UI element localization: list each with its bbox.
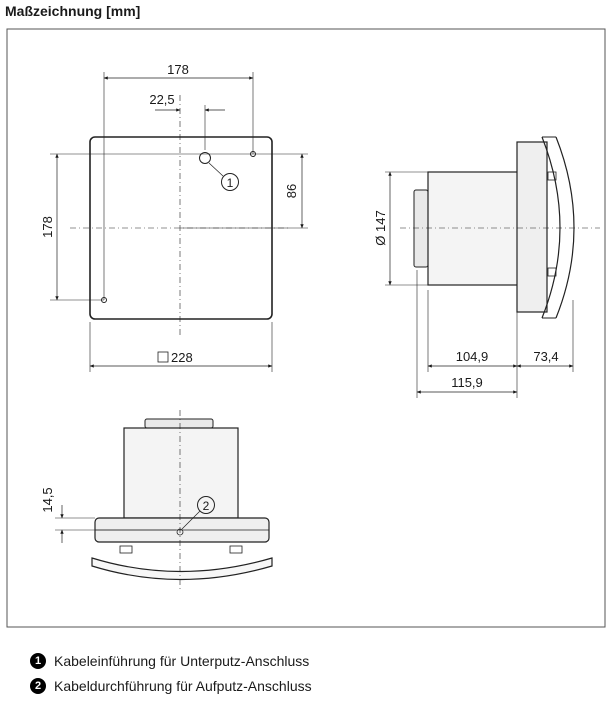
dim-offset-22-5: 22,5: [149, 92, 174, 107]
side-view-labels: Ø 147 104,9 73,4 115,9: [373, 210, 559, 390]
page-title: Maßzeichnung [mm]: [5, 3, 141, 19]
front-view: [50, 72, 308, 372]
dim-diameter: Ø 147: [373, 210, 388, 245]
legend-text-1: Kabeleinführung für Unterputz-Anschluss: [54, 653, 310, 669]
callout-2-label: 2: [203, 499, 210, 513]
dim-offset-14-5: 14,5: [40, 487, 55, 512]
drawing-frame: [6, 28, 606, 628]
legend-text-2: Kabeldurchführung für Aufputz-Anschluss: [54, 678, 312, 694]
callout-1-label: 1: [227, 176, 234, 190]
bottom-body: [123, 427, 239, 519]
motor-body: [427, 171, 519, 286]
dim-width-top: 178: [167, 62, 189, 77]
callout-1-circle: [221, 173, 239, 191]
dim-square-228: 228: [171, 350, 193, 365]
legend-number-1-badge: 1: [30, 653, 46, 669]
dim-body-depth: 104,9: [456, 349, 489, 364]
legend-item-1: 1 Kabeleinführung für Unterputz-Anschlus…: [30, 652, 309, 670]
legend-number-2-badge: 2: [30, 678, 46, 694]
dim-height-left: 178: [40, 216, 55, 238]
dim-height-right: 86: [284, 184, 299, 198]
bottom-view-labels: 14,5 2: [40, 487, 210, 513]
cable-entry-hole: [199, 152, 211, 164]
side-view: [385, 136, 600, 398]
dim-total-depth: 115,9: [451, 375, 483, 390]
square-symbol: [157, 351, 169, 363]
callout-2-circle: [197, 496, 215, 514]
dim-front-depth: 73,4: [533, 349, 558, 364]
bottom-view: [55, 410, 273, 590]
front-view-labels: 178 22,5 178 86 228 1: [40, 62, 299, 365]
legend-item-2: 2 Kabeldurchführung für Aufputz-Anschlus…: [30, 677, 312, 695]
spigot: [413, 189, 429, 268]
